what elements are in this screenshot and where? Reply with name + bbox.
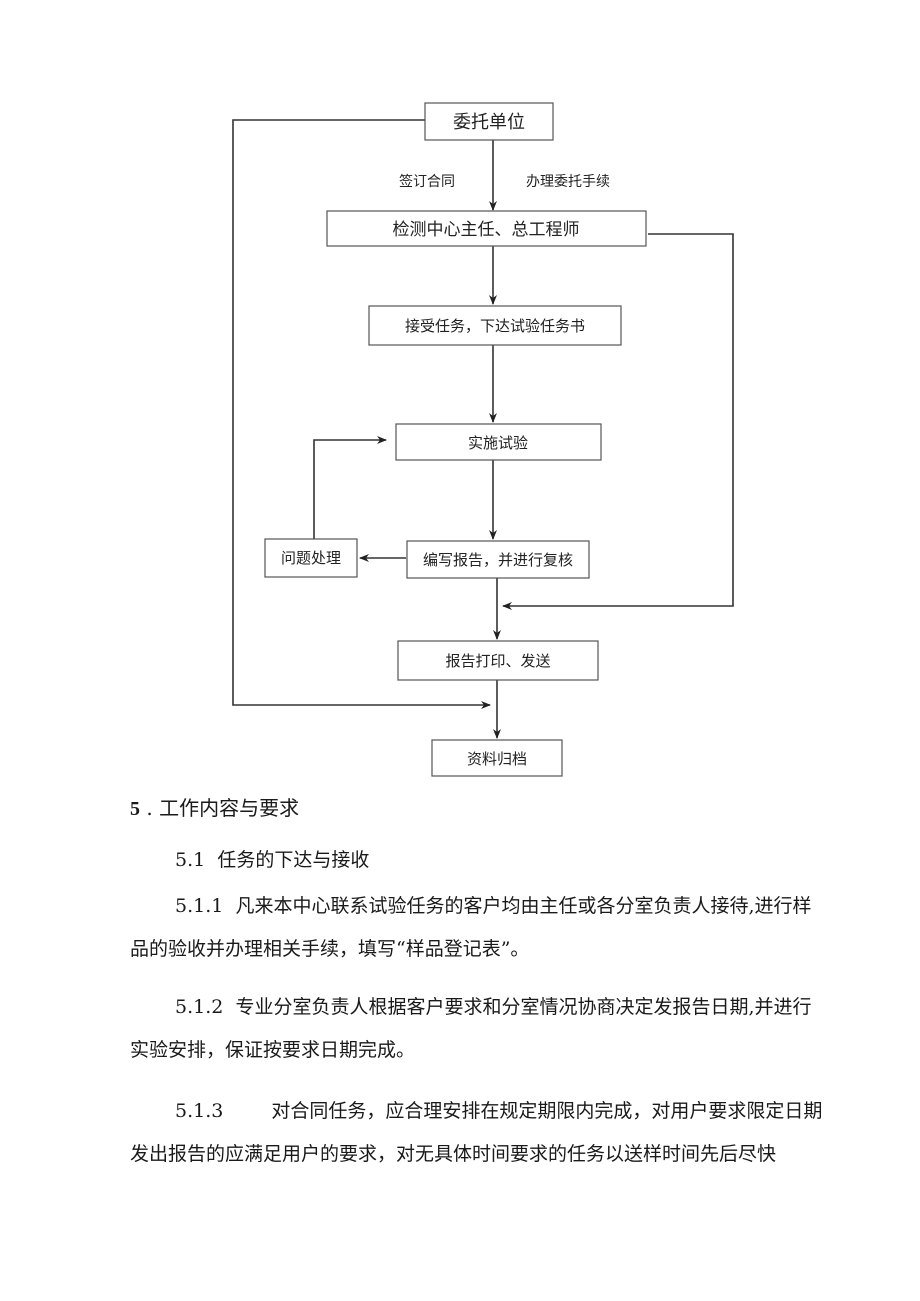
arrow-center-print [502, 233, 734, 610]
svg-text:检测中心主任、总工程师: 检测中心主任、总工程师 [393, 220, 580, 240]
section-heading: 5 . 工作内容与要求 [130, 792, 299, 821]
svg-text:委托单位: 委托单位 [453, 112, 525, 133]
paragraph-512-number: 5.1.2 [175, 996, 224, 1018]
node-accept: 接受任务，下达试验任务书 [368, 305, 622, 346]
svg-text:实施试验: 实施试验 [468, 434, 528, 452]
node-report: 编写报告，并进行复核 [406, 540, 590, 579]
paragraph-512: 5.1.2 专业分室负责人根据客户要求和分室情况协商决定发报告日期,并进行实验安… [130, 986, 830, 1072]
svg-text:报告打印、发送: 报告打印、发送 [445, 652, 550, 670]
svg-text:资料归档: 资料归档 [467, 750, 527, 768]
paragraph-513-number: 5.1.3 [175, 1100, 224, 1122]
svg-text:问题处理: 问题处理 [281, 549, 341, 567]
node-print: 报告打印、发送 [397, 640, 599, 681]
subsection-heading: 5.1 任务的下达与接收 [175, 845, 369, 872]
section-title: . 工作内容与要求 [146, 796, 300, 820]
node-test: 实施试验 [395, 423, 602, 461]
arrow-client-archive [232, 119, 491, 709]
svg-text:接受任务，下达试验任务书: 接受任务，下达试验任务书 [405, 317, 585, 335]
paragraph-513-text: 对合同任务，应合理安排在规定期限内完成，对用户要求限定日期发出报告的应满足用户的… [130, 1100, 823, 1165]
subsection-number: 5.1 [175, 849, 206, 871]
section-number: 5 [130, 798, 140, 820]
paragraph-511: 5.1.1 凡来本中心联系试验任务的客户均由主任或各分室负责人接待,进行样品的验… [130, 885, 830, 971]
node-client: 委托单位 [424, 102, 554, 141]
svg-text:编写报告，并进行复核: 编写报告，并进行复核 [423, 551, 573, 569]
paragraph-511-text: 凡来本中心联系试验任务的客户均由主任或各分室负责人接待,进行样品的验收并办理相关… [130, 895, 812, 960]
label-handle-procedures: 办理委托手续 [526, 173, 610, 190]
flowchart: 委托单位 检测中心主任、总工程师 接受任务，下达试验任务书 实施试验 编写报告，… [232, 102, 734, 777]
subsection-title: 任务的下达与接收 [217, 849, 370, 871]
label-sign-contract: 签订合同 [399, 173, 455, 190]
node-center: 检测中心主任、总工程师 [326, 210, 647, 247]
arrow-issue-test [313, 436, 387, 539]
paragraph-511-number: 5.1.1 [175, 895, 224, 917]
node-archive: 资料归档 [431, 739, 563, 777]
paragraph-512-text: 专业分室负责人根据客户要求和分室情况协商决定发报告日期,并进行实验安排，保证按要… [130, 996, 812, 1061]
node-issue: 问题处理 [264, 538, 358, 578]
